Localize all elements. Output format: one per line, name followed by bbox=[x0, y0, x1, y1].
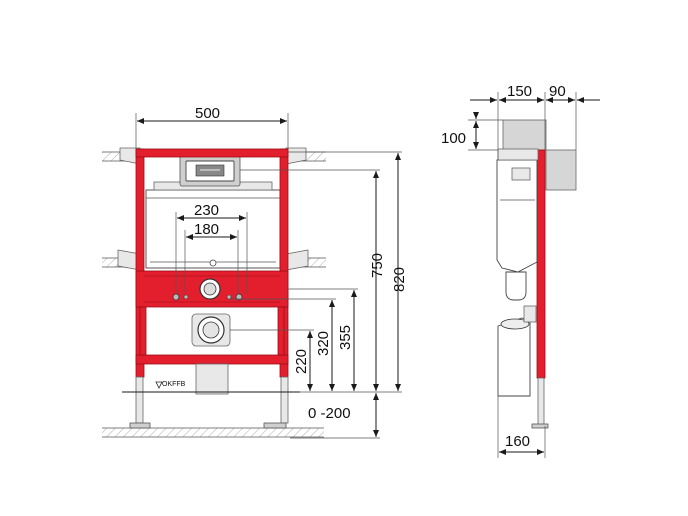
floor-hatch bbox=[102, 427, 324, 438]
frame-top-rail bbox=[135, 148, 289, 158]
cistern-body bbox=[145, 189, 281, 269]
dim-150: 150 bbox=[507, 83, 532, 100]
mounting-stud-right bbox=[235, 293, 243, 301]
side-flush-bend bbox=[505, 271, 527, 301]
side-valve bbox=[511, 167, 531, 181]
dim-820: 820 bbox=[391, 267, 408, 292]
side-bracket bbox=[497, 148, 539, 161]
dim-100: 100 bbox=[441, 130, 466, 147]
dim-320: 320 bbox=[315, 331, 332, 356]
dim-750: 750 bbox=[369, 253, 386, 278]
side-foot bbox=[531, 423, 549, 429]
floor-mark-icon bbox=[155, 381, 163, 389]
wall-bracket-mid-right bbox=[285, 249, 309, 271]
front-view: OKFFB 500 230 180 820 750 355 bbox=[102, 105, 408, 439]
dim-90: 90 bbox=[549, 83, 566, 100]
leg-left bbox=[135, 376, 144, 424]
foot-right bbox=[263, 422, 287, 429]
dim-220: 220 bbox=[293, 349, 310, 374]
dim-160: 160 bbox=[505, 433, 530, 450]
leg-right bbox=[280, 376, 289, 424]
wall-section bbox=[545, 149, 577, 191]
side-frame-post bbox=[536, 149, 546, 379]
frame-bottom-rail bbox=[135, 354, 289, 365]
dim-adjust: 0 -200 bbox=[308, 405, 351, 422]
frame-inner-left bbox=[139, 306, 147, 356]
side-view: 150 90 100 160 bbox=[441, 83, 600, 458]
side-connector bbox=[523, 305, 537, 323]
wall-bracket-top-right bbox=[285, 147, 307, 165]
waste-pipe bbox=[195, 363, 229, 395]
dim-355: 355 bbox=[337, 325, 354, 350]
mounting-stud-left bbox=[172, 293, 180, 301]
foot-left bbox=[129, 422, 151, 429]
dim-180: 180 bbox=[194, 221, 219, 238]
floor-mark-label: OKFFB bbox=[162, 381, 186, 388]
side-waste-pipe bbox=[497, 317, 531, 397]
actuator-box bbox=[502, 119, 547, 151]
frame-inner-right bbox=[277, 306, 285, 356]
dim-500: 500 bbox=[195, 105, 220, 122]
side-leg bbox=[537, 377, 545, 427]
dim-230: 230 bbox=[194, 202, 219, 219]
